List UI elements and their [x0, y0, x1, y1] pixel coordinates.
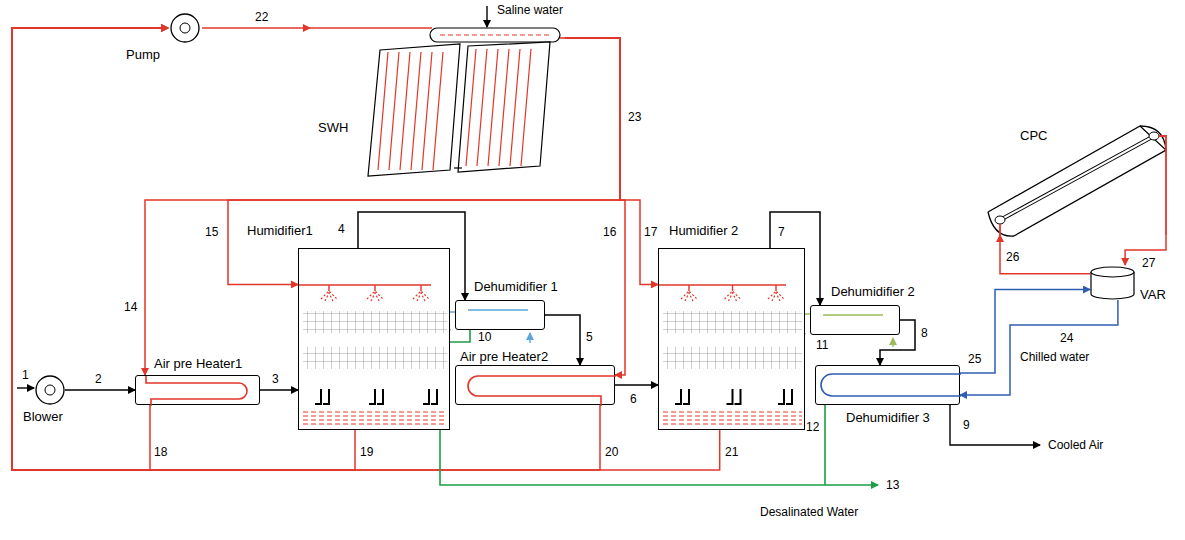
stream-number: 9 — [963, 418, 970, 432]
air-preheater-box: Air pre Heater2 — [455, 365, 615, 405]
coolant-line — [529, 333, 530, 343]
flow-line — [960, 290, 1090, 374]
humidifier-tower: Humidifier1 — [298, 248, 450, 430]
stream-number: 24 — [1060, 331, 1073, 345]
air-inlet-line — [17, 387, 34, 388]
rotor-symbol — [35, 375, 65, 405]
stream-label: Saline water — [497, 3, 563, 17]
flow-line — [565, 38, 625, 375]
dehumidifier-box: Dehumidifier 2 — [810, 305, 900, 335]
heater-tube — [456, 366, 614, 404]
component-name: Air pre Heater2 — [460, 349, 548, 364]
dehumidifier-box: Dehumidifier 3 — [815, 365, 960, 405]
stream-number: 1 — [22, 368, 29, 382]
coolant-line — [892, 338, 893, 347]
stream-number: 22 — [255, 10, 268, 24]
flow-line — [615, 384, 658, 386]
cpc-collector: CPC — [980, 120, 1172, 235]
cooling-coil — [456, 301, 544, 329]
stream-number: 26 — [1006, 250, 1019, 264]
flow-line — [545, 315, 580, 365]
flow-line — [960, 300, 1118, 395]
rotor-symbol — [168, 11, 202, 45]
stream-number: 27 — [1142, 256, 1155, 270]
flow-line — [1000, 235, 1090, 274]
stream-number: 18 — [154, 445, 167, 459]
blower-symbol: Blower — [35, 375, 65, 405]
solar-water-heater: SWH — [310, 20, 565, 180]
dehumidifier-box: Dehumidifier 1 — [455, 300, 545, 330]
stream-number: 10 — [478, 330, 491, 344]
component-name: Dehumidifier 1 — [474, 279, 558, 294]
component-name: Dehumidifier 2 — [831, 284, 915, 299]
stream-number: 6 — [630, 392, 637, 406]
humidifier-internals — [659, 249, 804, 429]
flow-line — [260, 389, 298, 391]
chilled-water-tube — [816, 366, 959, 404]
component-name: SWH — [318, 120, 348, 135]
saline-inlet-line — [486, 6, 487, 27]
stream-number: 23 — [628, 110, 641, 124]
component-name: Air pre Heater1 — [154, 356, 242, 371]
flow-line — [565, 38, 658, 284]
humidifier-tower: Humidifier 2 — [658, 248, 805, 430]
component-name: Blower — [23, 409, 63, 424]
cooling-coil — [811, 306, 899, 334]
component-name: Dehumidifier 3 — [846, 410, 930, 425]
stream-number: 4 — [338, 222, 345, 236]
stream-number: 17 — [644, 225, 657, 239]
stream-number: 11 — [816, 338, 828, 352]
stream-number: 8 — [921, 326, 928, 340]
stream-number: 5 — [586, 330, 593, 344]
pump-symbol: Pump — [168, 11, 202, 45]
flow-line — [65, 389, 135, 391]
component-name: Humidifier 2 — [669, 223, 738, 238]
solar-collector-panels — [310, 20, 565, 180]
air-preheater-box: Air pre Heater1 — [135, 375, 260, 405]
stream-number: 19 — [360, 445, 373, 459]
stream-number: 25 — [968, 352, 981, 366]
stream-number: 14 — [124, 300, 137, 314]
component-name: Pump — [126, 47, 160, 62]
stream-number: 16 — [603, 225, 616, 239]
var-cylinder — [1090, 265, 1135, 300]
stream-label: Cooled Air — [1048, 438, 1103, 452]
component-name: Humidifier1 — [247, 223, 313, 238]
flow-line — [12, 28, 720, 470]
component-name: VAR — [1140, 287, 1166, 302]
desalinated-water-line — [824, 405, 826, 485]
stream-number: 3 — [272, 372, 279, 386]
stream-number: 13 — [886, 478, 899, 492]
stream-number: 7 — [778, 225, 785, 239]
stream-number: 21 — [725, 445, 738, 459]
flow-line — [145, 38, 620, 375]
stream-label: Chilled water — [1020, 350, 1089, 364]
cooled-air-line — [950, 405, 1040, 445]
stream-number: 20 — [605, 445, 618, 459]
stream-number: 12 — [806, 420, 819, 434]
var-chiller: VAR — [1090, 265, 1135, 300]
component-name: CPC — [1020, 128, 1047, 143]
cpc-trough — [980, 120, 1172, 235]
stream-number: 2 — [95, 372, 102, 386]
heater-tube — [136, 376, 259, 404]
humidifier-internals — [299, 249, 449, 429]
flow-line — [202, 27, 310, 29]
stream-number: 15 — [205, 225, 218, 239]
stream-label: Desalinated Water — [760, 505, 858, 519]
